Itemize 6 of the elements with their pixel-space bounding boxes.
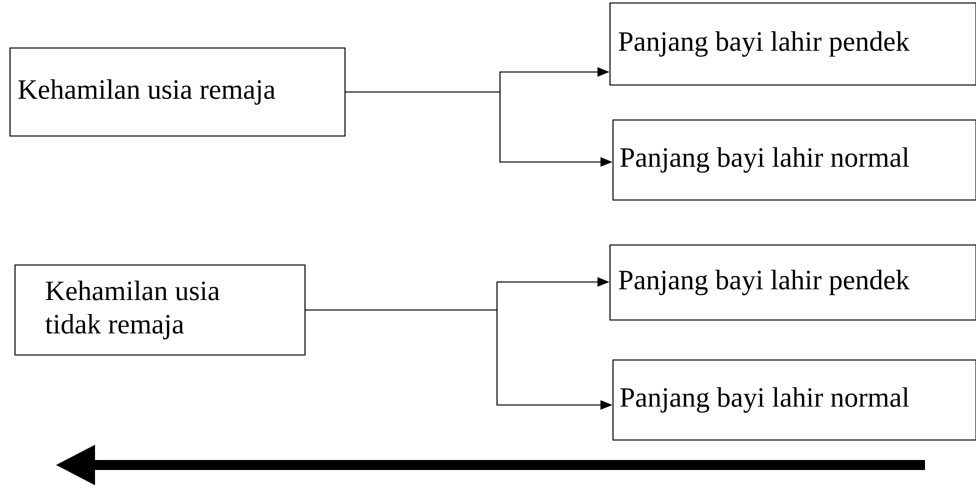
- box: Panjang bayi lahir normal: [612, 119, 976, 201]
- box: Panjang bayi lahir pendek: [609, 244, 976, 321]
- box: Kehamilan usia tidak remaja: [14, 264, 306, 356]
- box: Panjang bayi lahir normal: [612, 359, 976, 441]
- box: Kehamilan usia remaja: [9, 47, 346, 137]
- box: Panjang bayi lahir pendek: [609, 2, 976, 86]
